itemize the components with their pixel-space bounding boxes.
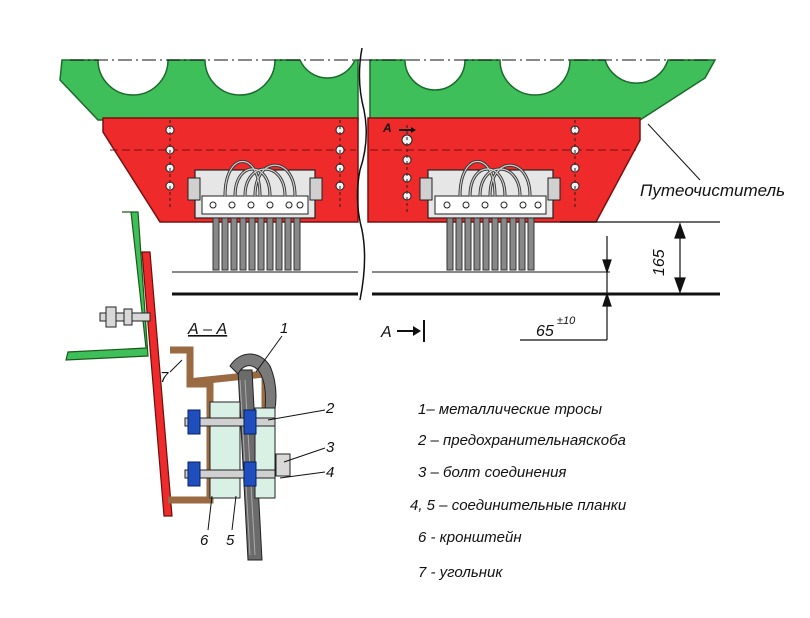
bolt-column-4 [570,120,580,210]
callout-3: 3 [326,439,335,456]
legend: 1– металлические тросы 2 – предохранител… [410,401,627,581]
callout-7: 7 [160,369,169,386]
bolt-column-3 [401,125,413,212]
legend-item-1: 1– металлические тросы [418,401,602,418]
putochistitel-leader [647,123,701,181]
cable-assembly-left [187,160,323,219]
legend-item-5: 6 - кронштейн [418,529,522,546]
cable-strands-right [446,217,535,271]
callout-2: 2 [325,400,335,417]
callout-leaders [169,335,326,531]
cable-assembly-right [419,160,561,219]
section-arrow-label: А [380,324,392,341]
dimension-lines [172,221,720,341]
dim-65-label: 65 [536,323,554,340]
callout-4: 4 [326,464,334,481]
section-mark-top-label: А [382,121,392,135]
legend-item-6: 7 - угольник [418,564,503,581]
plate-5 [209,401,241,499]
bolts-blue [184,409,291,487]
angle-green [65,211,149,361]
legend-item-3: 3 – болт соединения [418,464,566,481]
callout-5: 5 [226,532,235,549]
bolt-upper [99,306,151,328]
section-title: А – А [187,321,227,338]
frame-green-left [59,59,359,121]
dim-65-tolerance: ±10 [557,315,576,327]
frame-green-right [369,59,717,121]
bolt-column-2 [335,120,345,210]
section-view [65,211,326,561]
dim-165-label: 165 [651,249,668,276]
callout-6: 6 [200,532,209,549]
bolt-column-1 [165,120,175,210]
break-line [356,47,367,301]
legend-item-4: 4, 5 – соединительные планки [410,497,627,514]
section-arrow [397,320,425,342]
putochistitel-label: Путеочиститель [640,181,785,200]
cable-strands-left [212,217,301,271]
section-mark-top [399,127,416,133]
callout-1: 1 [280,320,288,337]
legend-item-2: 2 – предохранительнаяскоба [417,432,626,449]
